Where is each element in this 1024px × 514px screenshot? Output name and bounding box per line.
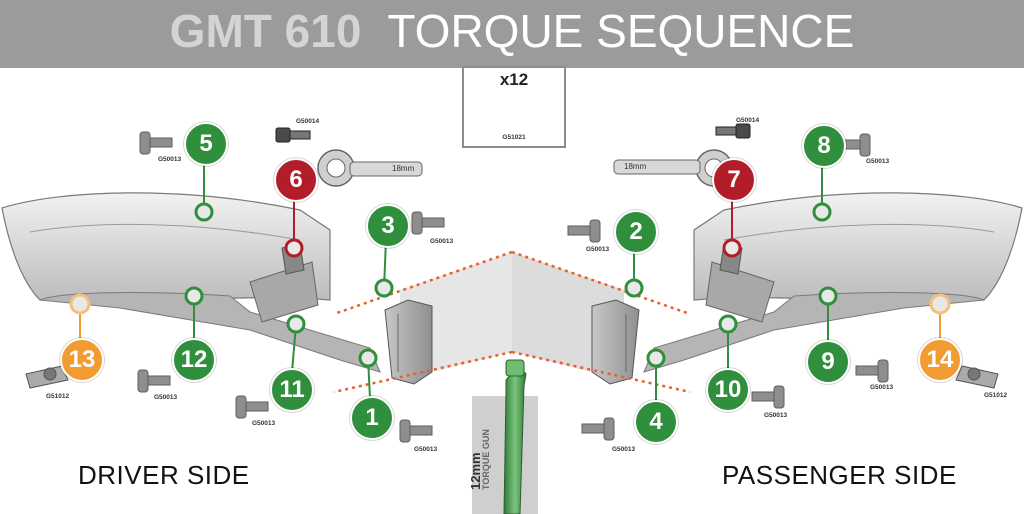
part-label-clip-nut: G51012: [984, 392, 1008, 399]
torque-gun-name: TORQUE GUN: [481, 429, 491, 490]
hardware-quantity: x12: [499, 70, 529, 89]
part-label-carriage-bolt: G50013: [612, 446, 636, 453]
flange-bolt-icons: [275, 123, 751, 143]
part-label-carriage-bolt: G50013: [430, 238, 454, 245]
step-badge-12: 12: [172, 338, 216, 382]
page-title: GMT 610 TORQUE SEQUENCE: [0, 4, 1024, 58]
header-bar: [0, 0, 1024, 68]
wrench-icons: [317, 149, 733, 187]
wrench-size-label-passenger: 18mm: [624, 162, 647, 171]
hardware-box: x12 G51021: [462, 66, 566, 148]
hardware-part-number: G51021: [502, 134, 526, 141]
step-badge-7: 7: [712, 158, 756, 202]
step-badge-10: 10: [706, 368, 750, 412]
wrench-size-label-driver: 18mm: [392, 164, 415, 173]
carriage-bolt-icons: [137, 131, 889, 443]
part-label-carriage-bolt: G50013: [870, 384, 894, 391]
step-badge-9: 9: [806, 340, 850, 384]
driver-bumper: [1, 192, 433, 385]
part-label-carriage-bolt: G50013: [154, 394, 178, 401]
passenger-bumper: [591, 192, 1023, 385]
part-label-carriage-bolt: G50013: [158, 156, 182, 163]
step-badge-6: 6: [274, 158, 318, 202]
step-badge-13: 13: [60, 338, 104, 382]
step-badge-14: 14: [918, 338, 962, 382]
torque-gun-label: 12mm TORQUE GUN: [468, 390, 494, 490]
part-label-flange-bolt: G50014: [296, 118, 320, 125]
part-label-carriage-bolt: G50013: [414, 446, 438, 453]
part-label-flange-bolt: G50014: [736, 117, 760, 124]
part-label-carriage-bolt: G50013: [764, 412, 788, 419]
passenger-side-label: PASSENGER SIDE: [722, 460, 957, 490]
step-badge-2: 2: [614, 210, 658, 254]
title-sequence: TORQUE SEQUENCE: [387, 5, 855, 57]
part-label-carriage-bolt: G50013: [866, 158, 890, 165]
model-name: GMT 610: [169, 5, 362, 57]
part-label-clip-nut: G51012: [46, 393, 70, 400]
step-badge-5: 5: [184, 122, 228, 166]
step-badge-4: 4: [634, 400, 678, 444]
part-label-carriage-bolt: G50013: [252, 420, 276, 427]
bolt-rings: [69, 202, 951, 368]
step-badge-8: 8: [802, 124, 846, 168]
guide-lines: [333, 250, 691, 394]
step-badge-1: 1: [350, 396, 394, 440]
torque-gun-icon: [472, 359, 538, 514]
part-label-carriage-bolt: G50013: [586, 246, 610, 253]
driver-side-label: DRIVER SIDE: [78, 460, 250, 490]
step-badge-11: 11: [270, 368, 314, 412]
step-badge-3: 3: [366, 204, 410, 248]
torque-gun-size: 12mm: [468, 452, 483, 490]
clip-nut-icons: [25, 365, 999, 389]
